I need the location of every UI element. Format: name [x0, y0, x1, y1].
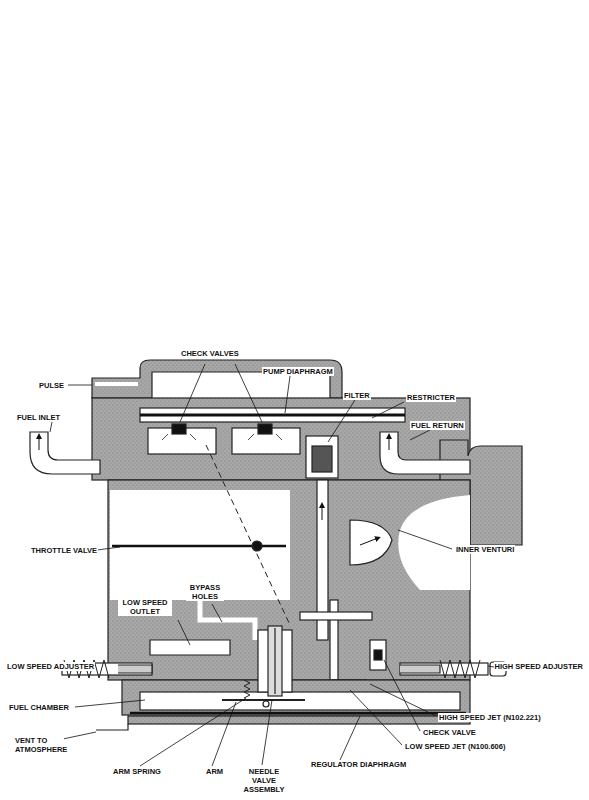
part-label: INNER VENTURI — [455, 545, 515, 554]
part-label: BYPASS HOLES — [186, 583, 224, 601]
part-label: FUEL INLET — [16, 413, 61, 422]
part-label: LOW SPEED OUTLET — [118, 598, 172, 616]
part-label: RESTRICTER — [406, 393, 456, 402]
part-label: HIGH SPEED JET (N102.221) — [438, 713, 542, 722]
part-label: CHECK VALVE — [422, 728, 477, 737]
part-label: FUEL RETURN — [410, 421, 465, 430]
part-label: CHECK VALVES — [180, 349, 240, 358]
part-label: FILTER — [343, 391, 371, 400]
part-label: NEEDLE VALVE ASSEMBLY — [240, 767, 288, 794]
part-label: HIGH SPEED ADJUSTER — [494, 662, 585, 671]
part-label: REGULATOR DIAPHRAGM — [310, 760, 407, 769]
part-label: THROTTLE VALVE — [30, 546, 98, 555]
part-label: ARM — [205, 767, 224, 776]
part-label: FUEL CHAMBER — [8, 703, 70, 712]
part-label: PUMP DIAPHRAGM — [262, 367, 334, 376]
part-label: PULSE — [38, 381, 65, 390]
part-label: LOW SPEED ADJUSTER — [6, 662, 95, 671]
part-label: VENT TO ATMOSPHERE — [14, 736, 64, 754]
part-label: LOW SPEED JET (N100.606) — [404, 742, 506, 751]
part-label: ARM SPRING — [112, 767, 162, 776]
